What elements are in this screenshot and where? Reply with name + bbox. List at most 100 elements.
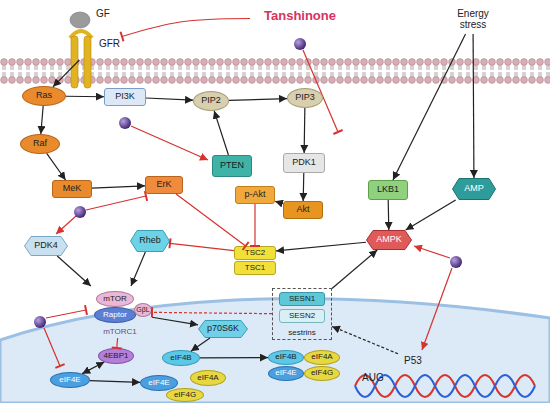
lipid-node: PIP3 [287,88,323,108]
node-label: Ras [34,91,54,101]
connector-arrow [90,381,140,383]
tanshinone-ball [450,256,462,268]
drug-node: Tanshinone [250,6,350,26]
protein-node: Rheb [130,230,170,252]
connector-arrow [276,242,366,251]
node-label: SESN1 [287,295,317,304]
connector-arrow [304,108,306,153]
node-label: mTOR [101,295,128,304]
protein-node: Ras [22,86,66,106]
connector-arrow [82,362,104,374]
protein-node: GβL [134,303,152,317]
connector-arrow [254,204,255,246]
protein-node: eIF4E [50,372,90,388]
inhibition-line [46,310,86,318]
protein-node: SESN1 [279,292,325,306]
protein-node: TSC2 [234,246,276,260]
connector-arrow [275,201,283,204]
node-label: p70S6K [205,324,241,334]
connector-arrow [57,256,91,286]
hexagon-shape [367,231,412,250]
complex-box: mTORC1mTORRaptorGβL [88,286,152,338]
protein-node: p-Akt [235,186,275,204]
protein-node: Akt [283,201,323,219]
protein-node: eIF4B [268,350,304,365]
hexagon-shape [199,321,248,338]
node-label: AMP [462,184,486,194]
hexagon-shape [25,237,68,256]
node-label: TSC1 [243,264,267,273]
receptor-node: GFR [70,26,122,60]
protein-node: mTOR [96,291,134,307]
node-label: 4EBP1 [102,352,131,361]
connector-arrow [303,173,305,201]
hexagon-shape [131,231,170,252]
connector-arrow [152,317,198,325]
protein-node: MeK [52,180,92,198]
hexagon-shape [453,179,496,200]
node-label: eIF4B [168,354,193,363]
tanshinone-effects [44,50,452,366]
node-label: eIF4E [273,369,298,378]
metabolite-node: AMP [452,178,496,200]
connector-arrow [191,338,210,351]
gene-node: P53 [398,352,428,368]
connector-arrow [472,34,474,178]
free-label: AUG [362,372,384,383]
connector-arrow [214,111,228,155]
protein-node: eIF4A [304,350,340,365]
growth-factor [70,12,90,28]
node-label: PDK1 [290,158,318,168]
node-label: PIP2 [199,96,223,106]
inhibition-line [44,328,60,366]
node-label: eIF4A [195,374,220,383]
protein-node: Raf [20,134,60,154]
protein-node: eIF4B [162,350,200,366]
node-label: PIP3 [293,93,317,103]
protein-node: eIF4A [190,370,226,386]
node-label: Raptor [101,311,129,320]
node-label: ErK [154,180,173,190]
protein-node: TSC1 [234,261,276,275]
node-label: eIF4E [146,379,171,388]
node-label: AMPK [374,235,404,245]
node-label: eIF4E [57,376,82,385]
node-label: TSC2 [243,249,267,258]
connector-arrow [146,98,193,100]
node-label: eIF4B [273,353,298,362]
node-label: GβL [134,306,151,314]
connector-arrow [53,60,79,87]
node-label: eIF4A [309,353,334,362]
protein-node: p70S6K [198,320,248,338]
protein-node: 4EBP1 [98,348,134,364]
connector-arrow [229,99,287,101]
activation-line [422,268,452,350]
inhibition-line [86,196,146,210]
node-label: Raf [31,139,49,149]
connector-arrow [41,106,43,134]
protein-node: PTEN [212,155,252,177]
connector-arrow [406,200,456,230]
node-label: eIF4G [172,391,198,400]
node-label: Rheb [137,236,163,246]
node-label: Tanshinone [262,9,338,23]
connector-arrow [152,312,272,313]
protein-node: eIF4E [268,366,304,381]
node-label: PTEN [218,161,246,171]
tanshinone-ball [74,206,86,218]
activation-line [414,246,450,258]
protein-node: PDK4 [24,236,68,256]
protein-node: Raptor [94,307,136,323]
connector-arrow [47,153,66,180]
protein-node: PDK1 [283,153,325,173]
node-label: PDK4 [32,241,60,251]
node-label: sestrins [288,329,316,339]
lipid-node: PIP2 [193,91,229,111]
protein-node: eIF4G [304,366,340,381]
cell-membrane [0,58,550,84]
activation-line [131,126,208,160]
nucleus [0,299,550,403]
